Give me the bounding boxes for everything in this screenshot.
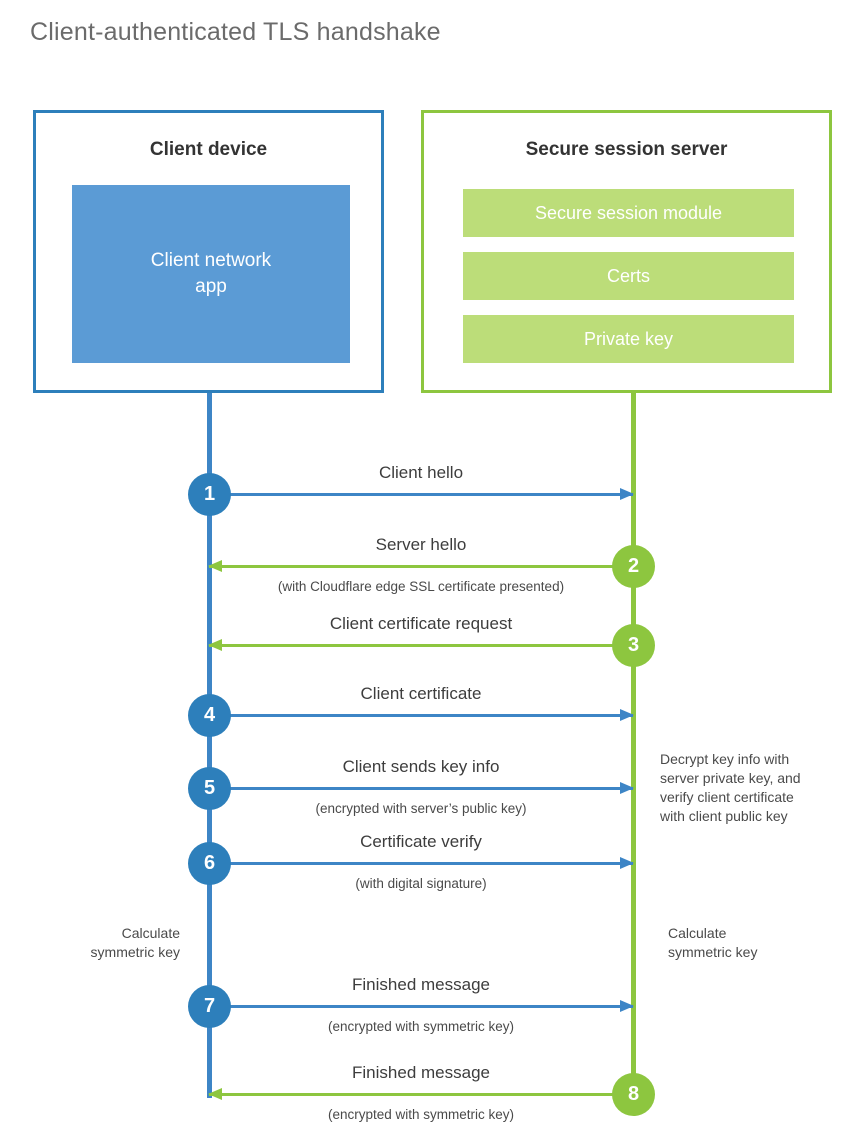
message-label-8: Finished message [352, 1063, 490, 1082]
step-circle-4: 4 [188, 694, 231, 737]
message-sublabel-8: (encrypted with symmetric key) [327, 1107, 515, 1122]
arrowhead-icon-3 [208, 639, 222, 651]
server-module-private-key: Private key [463, 315, 794, 363]
message-arrow-line-5 [209, 782, 634, 794]
arrowhead-icon-1 [620, 488, 634, 500]
message-arrow-line-3 [208, 639, 633, 651]
secure-session-server-box: Secure session server Secure session mod… [421, 110, 832, 393]
message-arrow-line-6 [209, 857, 634, 869]
message-sublabel-6: (with digital signature) [355, 876, 487, 891]
arrowhead-icon-7 [620, 1000, 634, 1012]
message-sublabel-2: (with Cloudflare edge SSL certificate pr… [277, 579, 565, 594]
server-module-secure-session-module: Secure session module [463, 189, 794, 237]
step-circle-3: 3 [612, 624, 655, 667]
step-circle-1: 1 [188, 473, 231, 516]
step-circle-8: 8 [612, 1073, 655, 1116]
note-calculate-symmetric-key-client: Calculate symmetric key [90, 925, 180, 960]
arrowhead-icon-6 [620, 857, 634, 869]
message-arrow-line-4 [209, 709, 634, 721]
arrowhead-icon-4 [620, 709, 634, 721]
server-lifeline [631, 393, 636, 1093]
message-label-7: Finished message [352, 975, 490, 994]
message-sublabel-7: (encrypted with symmetric key) [327, 1019, 515, 1034]
message-arrow-line-1 [209, 488, 634, 500]
step-circle-7: 7 [188, 985, 231, 1028]
note-calculate-symmetric-key-server: Calculate symmetric key [668, 925, 758, 960]
message-sublabel-5: (encrypted with server’s public key) [315, 801, 527, 816]
secure-session-server-title: Secure session server [525, 139, 728, 160]
client-device-title: Client device [149, 139, 268, 160]
client-lifeline [207, 393, 212, 1098]
arrowhead-icon-8 [208, 1088, 222, 1100]
arrowhead-icon-5 [620, 782, 634, 794]
client-device-box: Client device Client network app [33, 110, 384, 393]
note-decrypt-key-info: Decrypt key info with server private key… [660, 751, 801, 824]
message-label-6: Certificate verify [360, 832, 482, 851]
step-circle-5: 5 [188, 767, 231, 810]
message-label-4: Client certificate [360, 684, 482, 703]
message-label-1: Client hello [378, 463, 464, 482]
message-arrow-line-7 [209, 1000, 634, 1012]
message-label-2: Server hello [375, 535, 467, 554]
step-circle-6: 6 [188, 842, 231, 885]
message-label-5: Client sends key info [342, 757, 500, 776]
message-label-3: Client certificate request [329, 614, 513, 633]
message-arrow-line-8 [208, 1088, 633, 1100]
client-network-app-block: Client network app [72, 185, 350, 363]
step-circle-2: 2 [612, 545, 655, 588]
server-module-certs: Certs [463, 252, 794, 300]
page-title: Client-authenticated TLS handshake [30, 18, 441, 46]
arrowhead-icon-2 [208, 560, 222, 572]
message-arrow-line-2 [208, 560, 633, 572]
